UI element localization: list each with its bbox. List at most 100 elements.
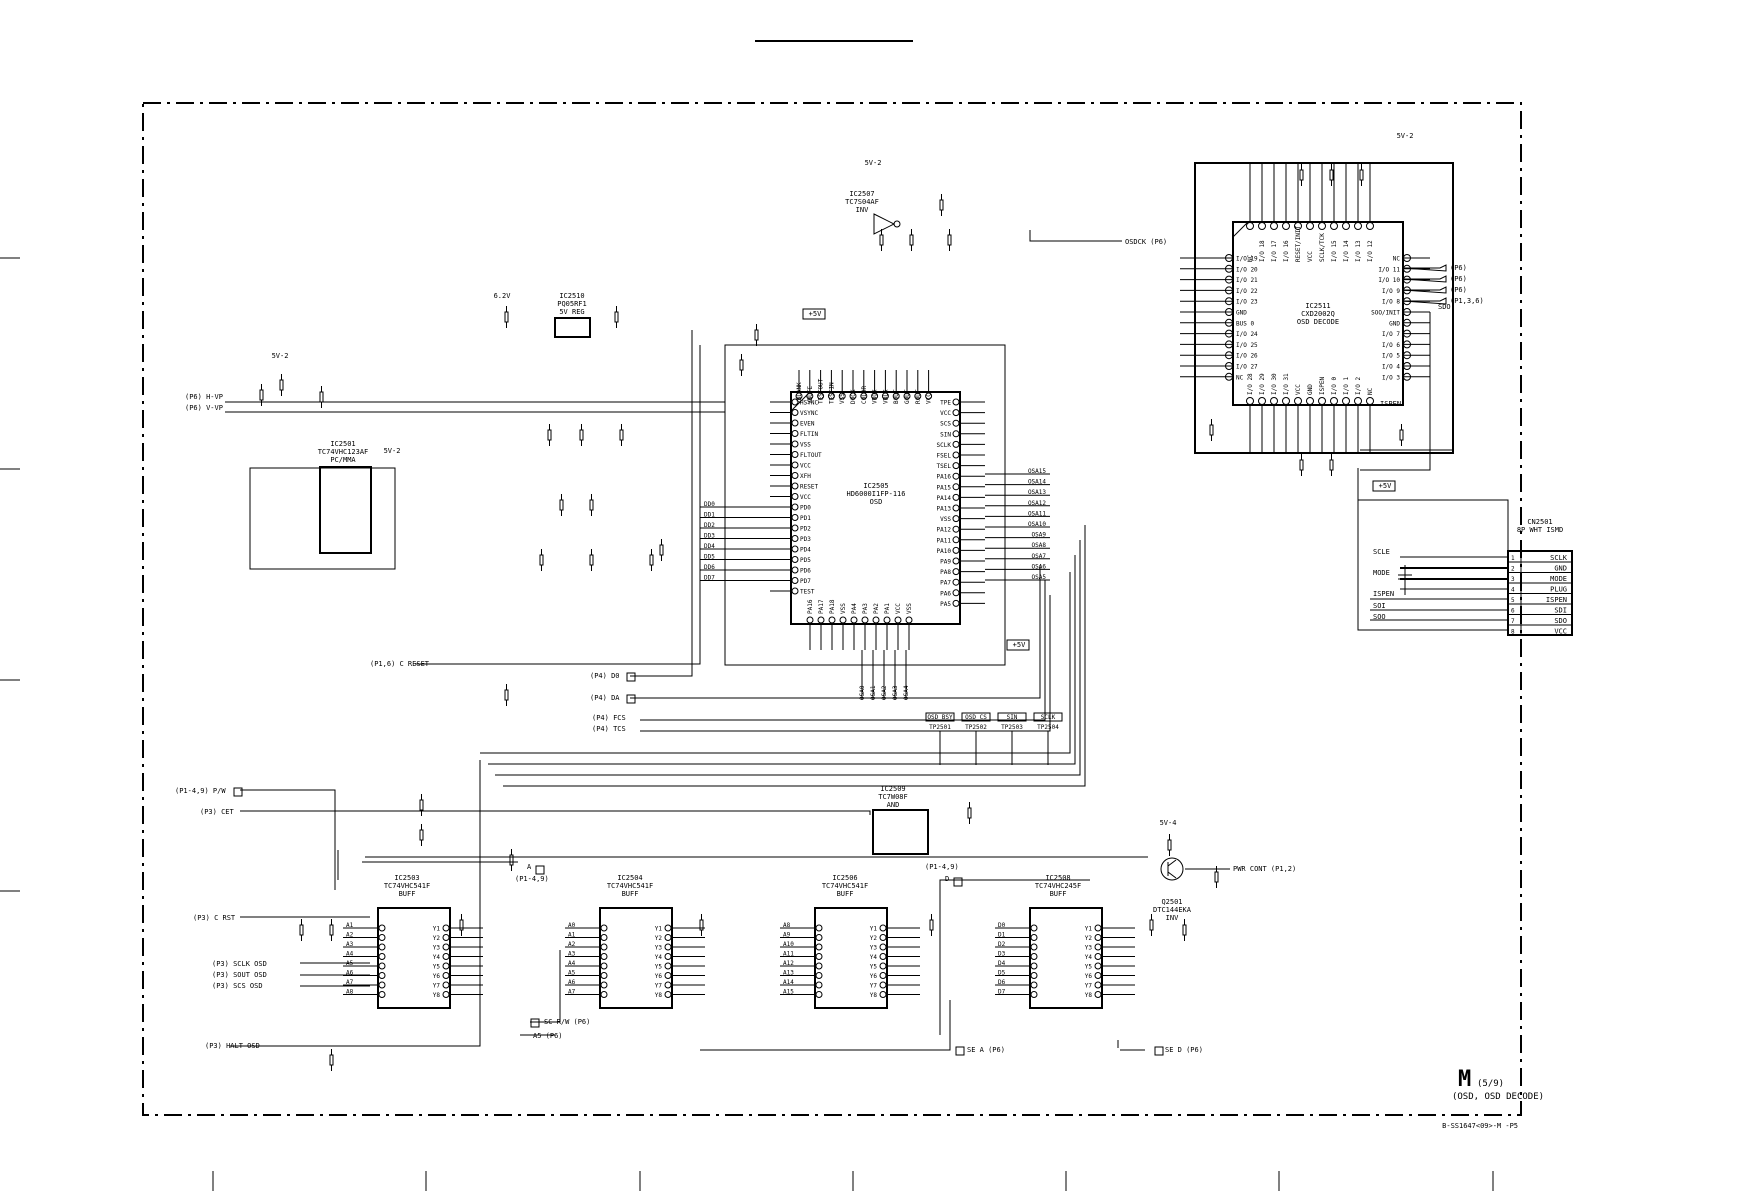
buffer-pin-left: A2 <box>346 932 354 939</box>
decoder-pin-left: I/O 25 <box>1236 342 1258 349</box>
decoder-pin-left: I/O 23 <box>1236 299 1258 306</box>
test-point-ref: TP2503 <box>1001 724 1023 731</box>
buffer-ic2504: IC2504 TC74VHC541F BUFF A0A1A2A3A4A5A6A7… <box>565 874 705 1009</box>
decoder-pin-left: I/O 20 <box>1236 266 1258 273</box>
svg-text:TC74VHC245F: TC74VHC245F <box>1035 882 1081 890</box>
decoder-pin-left: I/O 21 <box>1236 277 1258 284</box>
wire-mode: MODE <box>1373 569 1390 577</box>
osd-pin-left: VSS <box>800 442 811 449</box>
buffer-ic2506: IC2506 TC74VHC541F BUFF A8A9A10A11A12A13… <box>780 874 920 1009</box>
connector-pin-name: GND <box>1554 565 1567 573</box>
decoder-pin-right: I/O 8 <box>1382 299 1400 306</box>
connector-pin-name: MODE <box>1550 575 1567 583</box>
buffer-pin-right: Y3 <box>655 945 663 952</box>
supply-boxes <box>802 308 1396 651</box>
addr-bus-label: OSA7 <box>1032 553 1047 560</box>
buffer-pin-right: Y8 <box>870 992 878 999</box>
osd-pin-right: PA6 <box>940 590 951 597</box>
buffer-pin-right: Y2 <box>655 935 663 942</box>
decoder-pin-bottom: VCC <box>1295 384 1302 395</box>
svg-text:IC2504: IC2504 <box>617 874 642 882</box>
decoder-pin-top: I/O 15 <box>1331 240 1338 262</box>
osd-pin-bottom: PA18 <box>829 599 836 614</box>
buffer-pin-right: Y4 <box>870 954 878 961</box>
passive-components <box>259 164 1404 1071</box>
osd-pin-right: SIN <box>940 431 951 438</box>
svg-text:+5V: +5V <box>809 310 822 318</box>
svg-text:IC2508: IC2508 <box>1045 874 1070 882</box>
data-bus-label: DD2 <box>704 522 715 529</box>
osd-pin-right: SCLK <box>937 442 952 449</box>
buffer-pin-left: A13 <box>783 970 794 977</box>
svg-text:6.2V: 6.2V <box>494 292 512 300</box>
ic2509-and: IC2509 TC7W08F AND <box>872 785 929 855</box>
osd-pin-top: VBLANK <box>796 382 803 404</box>
buffer-pin-right: Y7 <box>870 983 878 990</box>
osd-pin-bottom: PA2 <box>873 603 880 614</box>
buffer-pin-right: Y3 <box>870 945 878 952</box>
supply-labels: 5V-2 5V-2 5V-2 5V-2 5V-4 6.2V +5V +5V +5… <box>272 132 1414 827</box>
osd-pin-top: DOCK <box>850 389 857 404</box>
decoder-port-1: (P6) <box>1450 264 1467 272</box>
connector-pin-number: 4 <box>1511 587 1515 594</box>
buffer-pin-left: A6 <box>568 979 576 986</box>
buffer-pin-right: Y1 <box>655 926 663 933</box>
osd-pin-right: PA14 <box>937 495 952 502</box>
test-point-label: OSD CS <box>965 714 987 721</box>
buffer-pin-right: Y6 <box>655 973 663 980</box>
svg-text:TC7S04AF: TC7S04AF <box>845 198 879 206</box>
decoder-pin-right: I/O 5 <box>1382 353 1400 360</box>
buffer-pin-left: D5 <box>998 970 1006 977</box>
buffer-pin-left: D0 <box>998 922 1006 929</box>
ic2511-decoder-chip: IC2511 CXD2002Q OSD DECODE I/O 19I/O 20I… <box>1180 162 1454 454</box>
buffer-ic2503: IC2503 TC74VHC541F BUFF A1A2A3A4A5A6A7A8… <box>343 874 483 1009</box>
buffer-pin-left: A3 <box>346 941 354 948</box>
decoder-pin-bottom: I/O 30 <box>1271 373 1278 395</box>
buffer-pin-left: D4 <box>998 960 1006 967</box>
sig-c-rst: (P3) C RST <box>193 914 236 922</box>
buffer-pin-left: A1 <box>568 932 576 939</box>
wire-sdo: SOO <box>1373 613 1386 621</box>
buffer-pin-left: A4 <box>568 960 576 967</box>
sig-fcs: (P4) FCS <box>592 714 626 722</box>
test-point-box <box>925 712 955 722</box>
addr-bus-label: OSA15 <box>1028 468 1046 475</box>
connector-pin-number: 3 <box>1511 576 1515 583</box>
osd-pin-right: PA12 <box>937 527 952 534</box>
decoder-pin-bottom: GND <box>1307 384 1314 395</box>
svg-text:BUFF: BUFF <box>837 890 854 898</box>
buffer-pin-right: Y1 <box>1085 926 1093 933</box>
osd-pin-top: VBUTE <box>807 386 814 404</box>
svg-text:IC2509: IC2509 <box>880 785 905 793</box>
osd-pin-right: VCC <box>940 410 951 417</box>
buffer-pin-right: Y4 <box>1085 954 1093 961</box>
decoder-pin-right: I/O 7 <box>1382 331 1400 338</box>
buffer-pin-right: Y8 <box>433 992 441 999</box>
svg-text:5V-2: 5V-2 <box>1397 132 1414 140</box>
osd-pin-left: FLTOUT <box>800 452 822 459</box>
svg-text:PQ05RF1: PQ05RF1 <box>557 300 587 308</box>
osd-pin-top: TESTOUT <box>818 378 825 404</box>
buffer-pin-left: D3 <box>998 951 1006 958</box>
ic2511-ref: IC2511 <box>1305 302 1330 310</box>
data-bus-label: DD1 <box>704 512 715 519</box>
buffer-pin-left: A3 <box>568 951 576 958</box>
svg-text:5V REG: 5V REG <box>559 308 584 316</box>
decoder-pin-bottom: I/O 2 <box>1355 377 1362 395</box>
buffer-pin-right: Y5 <box>433 964 441 971</box>
ic2505-ref: IC2505 <box>863 482 888 490</box>
osd-pin-left: PD1 <box>800 515 811 522</box>
osd-pin-top: BOUT <box>893 389 900 404</box>
wire-sdi: SOI <box>1373 602 1386 610</box>
addr-bus-label: OSA13 <box>1028 489 1046 496</box>
svg-text:+5V: +5V <box>1013 641 1026 649</box>
test-point-ref: TP2502 <box>965 724 987 731</box>
connector-pin-number: 2 <box>1511 566 1515 573</box>
sig-a5: A5 (P6) <box>533 1032 563 1040</box>
decoder-pin-bottom: I/O 31 <box>1283 373 1290 395</box>
decoder-pin-left: BUS 0 <box>1236 320 1254 327</box>
osd-pin-bottom: PA3 <box>862 603 869 614</box>
ic2507-inverter: IC2507 TC7S04AF INV <box>845 190 901 235</box>
decoder-pin-top: SCLK/TCK <box>1319 233 1326 262</box>
